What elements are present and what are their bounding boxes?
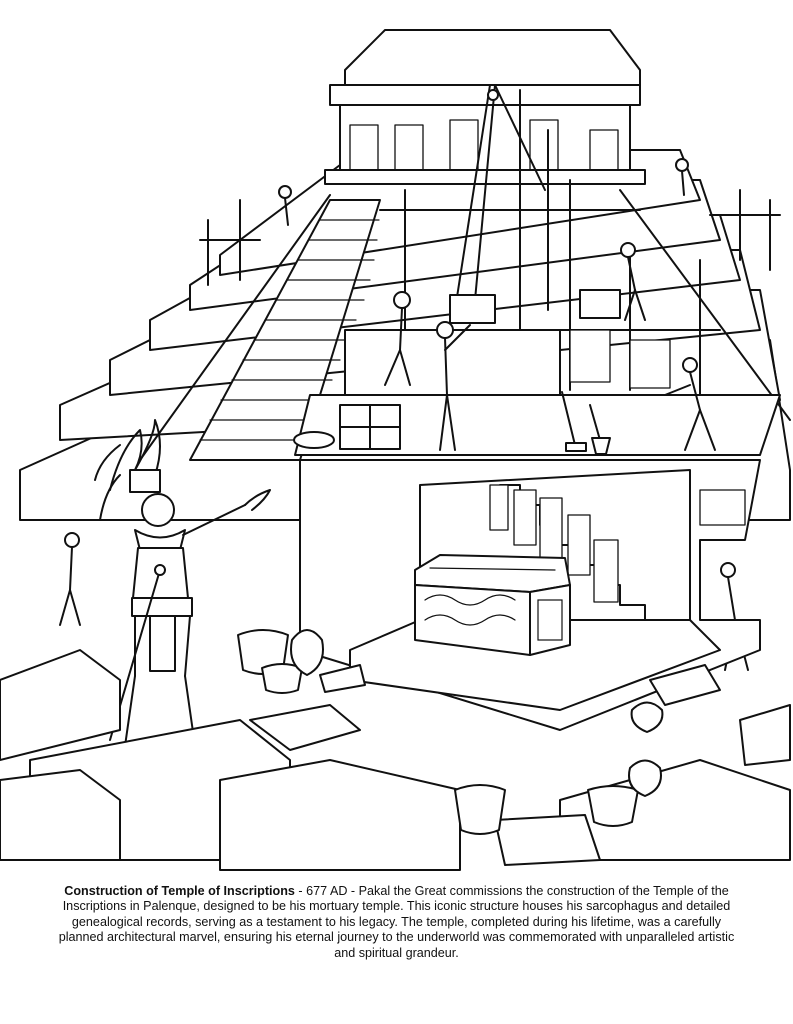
glyph-panel xyxy=(629,339,671,389)
rope-coil xyxy=(293,431,335,449)
worker-left-steps xyxy=(59,532,81,626)
pot xyxy=(628,759,662,797)
basket xyxy=(587,785,639,827)
foreground-blocks xyxy=(0,649,791,871)
worker-top-right xyxy=(675,158,689,196)
caption-title: Construction of Temple of Inscriptions xyxy=(64,884,295,898)
temple-construction-illustration xyxy=(0,29,791,871)
tools xyxy=(561,391,611,455)
work-ledges xyxy=(294,289,781,456)
shovel-blade xyxy=(591,437,611,455)
carved-relief-block xyxy=(699,489,746,526)
pot xyxy=(630,701,664,733)
caption: Construction of Temple of Inscriptions -… xyxy=(50,884,743,961)
worker-hammer xyxy=(620,242,646,321)
central-staircase xyxy=(139,189,791,461)
worker-rope xyxy=(384,291,411,386)
worker-carving xyxy=(664,357,716,451)
roof-temple xyxy=(324,29,646,185)
sarcophagus xyxy=(414,554,571,656)
hammer-handle xyxy=(561,391,576,446)
glyph-panel xyxy=(593,539,619,603)
caption-separator: - xyxy=(294,884,307,898)
glyph-panel xyxy=(567,514,591,576)
glyph-panel xyxy=(569,329,611,383)
caption-body: Pakal the Great commissions the construc… xyxy=(58,884,735,960)
baskets-and-pots xyxy=(237,431,664,835)
glyph-panel xyxy=(539,497,563,559)
pot xyxy=(290,629,324,676)
worker-lifting xyxy=(436,321,471,451)
worker-top-left xyxy=(278,185,292,226)
shovel-handle xyxy=(589,404,601,441)
pulley-rope xyxy=(449,84,546,324)
basket xyxy=(261,663,303,694)
caption-separator: - xyxy=(347,884,359,898)
basket xyxy=(454,784,506,835)
glyph-panel xyxy=(489,484,509,531)
caption-date: 677 AD xyxy=(306,884,348,898)
hoisted-stone-block xyxy=(449,294,496,324)
glyph-panel xyxy=(513,489,537,546)
hammer-head xyxy=(565,442,587,452)
